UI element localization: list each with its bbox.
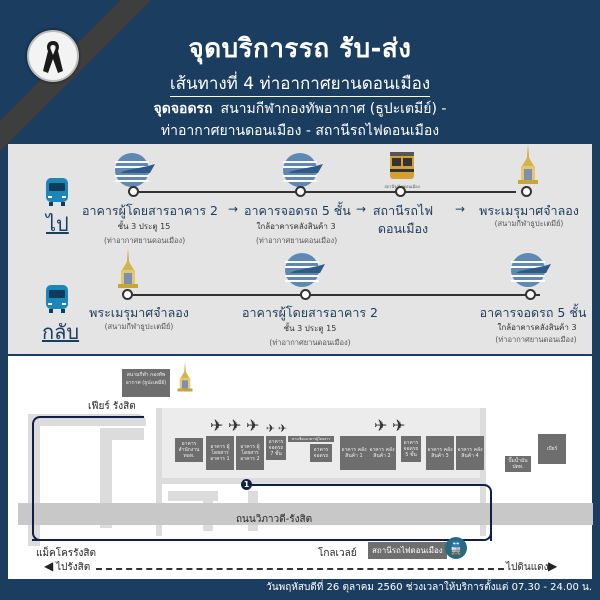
airports-of-thailand-logo-icon bbox=[283, 153, 323, 187]
arrow-right-icon: ▶ bbox=[548, 559, 558, 573]
outbound-label: ไป bbox=[46, 212, 69, 236]
direction-dashed-line bbox=[96, 568, 504, 570]
route-subtitle: เส้นทางที่ 4 ท่าอากาศยานดอนเมือง bbox=[0, 70, 600, 97]
plane-icon: ✈ bbox=[392, 416, 406, 435]
royal-crematorium-icon bbox=[177, 361, 193, 392]
black-ribbon-icon bbox=[43, 41, 63, 73]
outbound-stop-node-3 bbox=[395, 186, 406, 197]
plane-icon: ✈ bbox=[278, 422, 288, 435]
footer-schedule: วันพฤหัสบดีที่ 26 ตุลาคม 2560 ช่วงเวลาให… bbox=[266, 582, 592, 593]
inbound-stop-1-name: พระเมรุมาศจำลอง bbox=[89, 305, 189, 320]
stops-line-1: จุดจอดรถสนามกีฬากองทัพอากาศ (ธูปะเตมีย์)… bbox=[153, 101, 447, 117]
global-house-label: โกลเวลย์ bbox=[318, 548, 357, 559]
outbound-stop-1-detail: ชั้น 3 ประตู 15 bbox=[117, 222, 171, 231]
outbound-stop-node-1 bbox=[128, 186, 139, 197]
inbound-stop-1-note: (สนามกีฬาธูปะเตมีย์) bbox=[104, 322, 174, 331]
arrow-icon: → bbox=[228, 202, 239, 216]
building: อาคาร คลังสินค้า 3 bbox=[426, 436, 454, 470]
bank-building: เบียร์ bbox=[538, 434, 566, 464]
map-panel: สนามกีฬา กองทัพอากาศ (ธูปะเตมีย์) เฟียร์… bbox=[8, 356, 593, 579]
to-rangsit-label: ไปรังสิต bbox=[56, 562, 91, 573]
building: อาคาร คลังสินค้า 1 bbox=[340, 436, 368, 470]
walkway-label: ทางเชื่อมอาคารผู้โดยสาร bbox=[288, 436, 334, 442]
airports-of-thailand-logo-icon bbox=[511, 253, 551, 287]
inbound-stop-node-3 bbox=[525, 289, 536, 300]
outbound-stop-1-note: (ท่าอากาศยานดอนเมือง) bbox=[104, 236, 186, 245]
plane-icon: ✈ bbox=[228, 416, 242, 435]
outbound-stop-3-name: สถานีรถไฟ bbox=[372, 203, 434, 218]
mourning-badge bbox=[27, 30, 79, 82]
outbound-stop-node-2 bbox=[295, 186, 306, 197]
bus-icon bbox=[46, 178, 68, 206]
stop-number-badge: 1 bbox=[241, 479, 252, 490]
outbound-stop-3-name2: ดอนเมือง bbox=[377, 221, 429, 236]
royal-crematorium-icon bbox=[118, 248, 138, 288]
building: อาคาร คลังสินค้า 2 bbox=[368, 436, 396, 470]
building: อาคาร จอดรถ 7 ชั้น bbox=[266, 436, 286, 460]
outbound-line bbox=[136, 191, 286, 193]
building: อาคาร คลังสินค้า 4 bbox=[456, 436, 484, 470]
road-name: ถนนวิภาวดี-รังสิต bbox=[236, 514, 313, 525]
outbound-stop-2-name: อาคารจอดรถ 5 ชั้น bbox=[244, 203, 351, 218]
route-panel: ไป สถานีรถไฟดอนเมือง อาคารผู้โดยสารอาคาร… bbox=[8, 144, 592, 354]
inbound-stop-3-name: อาคารจอดรถ 5 ชั้น bbox=[479, 305, 587, 320]
royal-crematorium-icon bbox=[518, 144, 538, 184]
train-station-label: สถานีรถไฟดอนเมือง bbox=[368, 542, 447, 559]
to-dindaeng-label: ไปดินแดง bbox=[506, 562, 549, 573]
inbound-stop-node-2 bbox=[300, 289, 311, 300]
inbound-stop-2-detail: ชั้น 3 ประตู 15 bbox=[283, 324, 337, 333]
bus-icon bbox=[46, 285, 68, 313]
building: อาคาร จอดรถ 5 ชั้น bbox=[401, 436, 421, 462]
plane-icon: ✈ bbox=[246, 416, 260, 435]
building: อาคาร ผู้โดยสาร อาคาร 1 bbox=[206, 436, 234, 470]
stops-line-2: ท่าอากาศยานดอนเมือง - สถานีรถไฟดอนเมือง bbox=[160, 123, 440, 139]
building: อาคาร สำนักงาน ทอท. bbox=[175, 438, 203, 462]
airports-of-thailand-logo-icon bbox=[115, 153, 155, 187]
inbound-stop-3-note: (ท่าอากาศยานดอนเมือง) bbox=[495, 335, 577, 344]
plane-icon: ✈ bbox=[266, 422, 276, 435]
train-station-icon: 🚆 bbox=[445, 537, 467, 559]
outbound-stop-node-4 bbox=[521, 186, 532, 197]
inbound-stop-2-name: อาคารผู้โดยสารอาคาร 2 bbox=[241, 305, 378, 320]
inbound-stop-3-detail: ใกล้อาคารคลังสินค้า 3 bbox=[497, 323, 577, 332]
outbound-stop-2-detail: ใกล้อาคารคลังสินค้า 3 bbox=[256, 222, 336, 231]
highway bbox=[18, 503, 593, 525]
makro-label: แม็คโครรังสิต bbox=[36, 548, 97, 559]
building: อาคาร ผู้โดยสาร อาคาร 2 bbox=[236, 436, 264, 470]
stadium-box: สนามกีฬา กองทัพอากาศ (ธูปะเตมีย์) bbox=[122, 369, 170, 397]
shuttle-route-line bbox=[32, 416, 144, 541]
gas-station: ปั๊มน้ำมัน ปตท. bbox=[505, 456, 531, 472]
outbound-stop-2-note: (ท่าอากาศยานดอนเมือง) bbox=[256, 236, 338, 245]
outbound-stop-1-name: อาคารผู้โดยสารอาคาร 2 bbox=[82, 203, 219, 218]
train-icon bbox=[390, 152, 414, 179]
inbound-label: กลับ bbox=[42, 320, 80, 344]
page-title: จุดบริการรถ รับ-ส่ง bbox=[188, 34, 412, 64]
airports-of-thailand-logo-icon bbox=[285, 253, 325, 287]
inbound-stop-2-note: (ท่าอากาศยานดอนเมือง) bbox=[269, 338, 351, 347]
plane-icon: ✈ bbox=[210, 416, 224, 435]
plane-icon: ✈ bbox=[374, 416, 388, 435]
arrow-icon: → bbox=[356, 202, 367, 216]
arrow-left-icon: ◀ bbox=[44, 559, 54, 573]
future-rangsit-label: เฟียร์ รังสิต bbox=[88, 401, 136, 412]
outbound-stop-4-name: พระเมรุมาศจำลอง bbox=[479, 203, 579, 218]
arrow-icon: → bbox=[455, 202, 466, 216]
inbound-stop-node-1 bbox=[122, 289, 133, 300]
building: อาคาร จอดรถ bbox=[310, 444, 332, 462]
outbound-stop-4-note: (สนามกีฬาธูปะเตมีย์) bbox=[494, 219, 564, 228]
inbound-line bbox=[128, 294, 540, 296]
